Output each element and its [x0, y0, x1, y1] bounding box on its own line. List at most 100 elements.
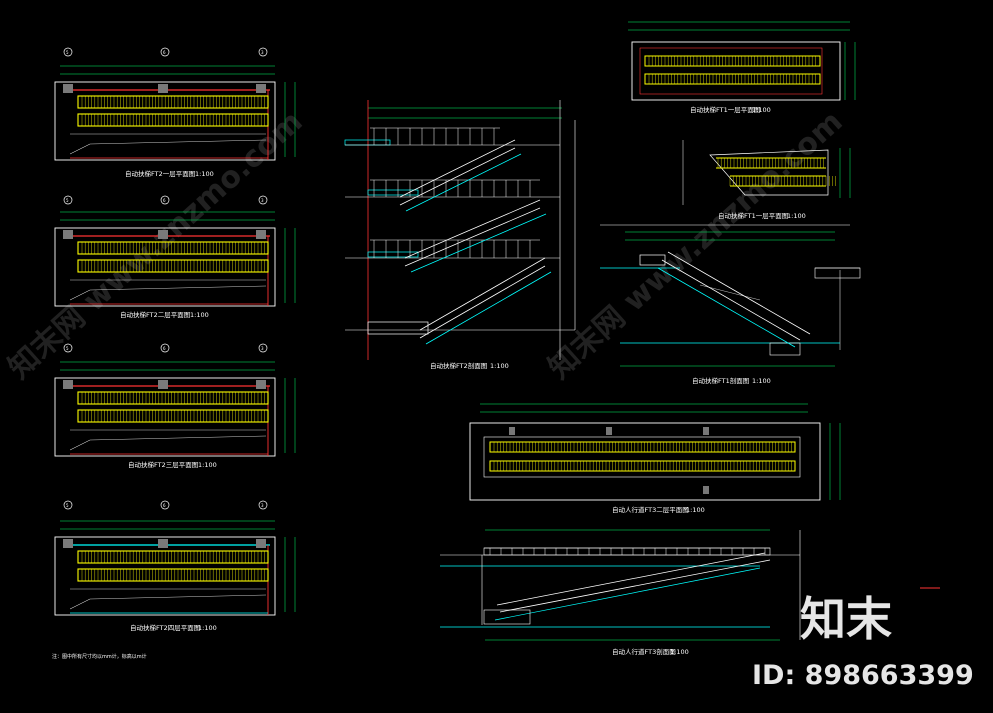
svg-text:6: 6 — [163, 50, 166, 55]
walkway-band — [489, 441, 796, 453]
edge-line — [89, 594, 267, 600]
truss-mid — [404, 207, 541, 267]
ft3-plan-pallets — [489, 441, 796, 472]
axis-bubble: 5 — [63, 500, 73, 510]
column — [158, 380, 168, 389]
svg-text:3: 3 — [261, 346, 264, 351]
escalator-band — [77, 259, 269, 273]
column — [63, 539, 73, 548]
edge-line — [69, 439, 91, 451]
axis-bubble: 5 — [63, 47, 73, 57]
axis-bubble: 3 — [258, 195, 268, 205]
ft3-section-railing — [484, 547, 770, 555]
ft1-section — [600, 224, 861, 367]
escalator-band — [644, 55, 821, 67]
axis-bubble: 6 — [160, 195, 170, 205]
svg-text:3: 3 — [261, 198, 264, 203]
ft3-plan-scale: 1:100 — [686, 506, 705, 514]
edge-line — [89, 285, 267, 291]
escalator-band — [77, 409, 269, 423]
column — [256, 380, 266, 389]
edge-line — [89, 435, 267, 441]
axis-bubble: 3 — [258, 343, 268, 353]
column — [256, 230, 266, 239]
plan-outline — [54, 227, 276, 307]
svg-text:5: 5 — [66, 503, 69, 508]
plan-3-title: 自动扶梯FT2三层平面图 — [128, 460, 198, 469]
truss-top — [399, 139, 516, 198]
ft3-section-title: 自动人行道FT3剖面图 — [612, 647, 676, 656]
escalator-band — [77, 550, 269, 564]
walkway-band — [489, 460, 796, 472]
svg-text:6: 6 — [163, 503, 166, 508]
edge-line — [89, 139, 267, 145]
plan-4-title: 自动扶梯FT2四层平面图 — [130, 623, 200, 632]
escalator-band — [77, 568, 269, 582]
svg-text:6: 6 — [163, 198, 166, 203]
escalator-band — [77, 241, 269, 255]
truss-top — [419, 257, 546, 331]
edge-line — [69, 289, 91, 301]
plan-3-scale: 1:100 — [198, 461, 217, 469]
svg-text:3: 3 — [261, 503, 264, 508]
escalator-band — [77, 391, 269, 405]
ft2-section-title: 自动扶梯FT2剖面图 — [430, 361, 487, 370]
ft1-plan-scale: 1:100 — [752, 106, 771, 114]
svg-text:3: 3 — [261, 50, 264, 55]
truss-3 — [419, 257, 552, 345]
ft3-section-scale: 1:100 — [670, 648, 689, 656]
axis-bubble: 5 — [63, 343, 73, 353]
axis-bubble: 5 — [63, 195, 73, 205]
drawing-note: 注：图中所有尺寸均以mm计，标高以m计 — [52, 653, 147, 660]
plan-1-scale: 1:100 — [195, 170, 214, 178]
axis-bubble: 6 — [160, 343, 170, 353]
plan-outline — [54, 536, 276, 616]
escalator-trusses — [399, 139, 552, 345]
plan-1-title: 自动扶梯FT2一层平面图 — [125, 169, 195, 178]
ft1-section-title: 自动扶梯FT1剖面图 — [692, 376, 749, 385]
ft2-plan-2 — [54, 211, 296, 307]
axis-bubble: 6 — [160, 500, 170, 510]
ft2-plan-4 — [54, 520, 296, 616]
truss-mid — [399, 147, 516, 206]
ft1-plan-treads — [644, 55, 821, 85]
watermark-id: ID: 898663399 — [752, 660, 974, 691]
ft2-section — [344, 100, 576, 360]
plan-4-scale: 1:100 — [198, 624, 217, 632]
railing-2 — [370, 179, 540, 197]
ft2-plan-3 — [54, 361, 296, 457]
truss-2 — [404, 199, 547, 273]
column — [63, 84, 73, 93]
svg-text:5: 5 — [66, 50, 69, 55]
column — [63, 230, 73, 239]
escalator-band — [77, 95, 269, 109]
ft3-section — [440, 529, 940, 641]
truss-top — [404, 199, 541, 259]
ft2-section-scale: 1:100 — [490, 362, 509, 370]
truss-1 — [399, 139, 522, 212]
column — [256, 84, 266, 93]
edge-line — [69, 143, 91, 155]
ft2-floor-plans — [54, 65, 296, 616]
ft1-plan-b-scale: 1:100 — [787, 212, 806, 220]
ft1-plan-b-title: 自动扶梯FT1一层平面图 — [718, 211, 788, 220]
plan-2-title: 自动扶梯FT2二层平面图 — [120, 310, 190, 319]
column — [158, 230, 168, 239]
diagonal-watermark-2: 知末网 www.znzmo.com — [542, 104, 849, 386]
escalator-band — [644, 73, 821, 85]
ft3-plan — [469, 403, 841, 501]
edge-line — [69, 598, 91, 610]
section-railings — [370, 127, 540, 258]
ft1-plan — [628, 21, 856, 101]
svg-text:5: 5 — [66, 346, 69, 351]
column — [158, 539, 168, 548]
plan-axis-bubbles: 5 6 3 5 6 3 5 6 3 5 6 3 — [63, 47, 268, 510]
axis-bubble: 6 — [160, 47, 170, 57]
truss-bottom — [410, 213, 547, 273]
axis-bubble: 3 — [258, 500, 268, 510]
svg-text:6: 6 — [163, 346, 166, 351]
svg-text:5: 5 — [66, 198, 69, 203]
ft3-plan-title: 自动人行道FT3二层平面图 — [612, 505, 689, 514]
column — [158, 84, 168, 93]
